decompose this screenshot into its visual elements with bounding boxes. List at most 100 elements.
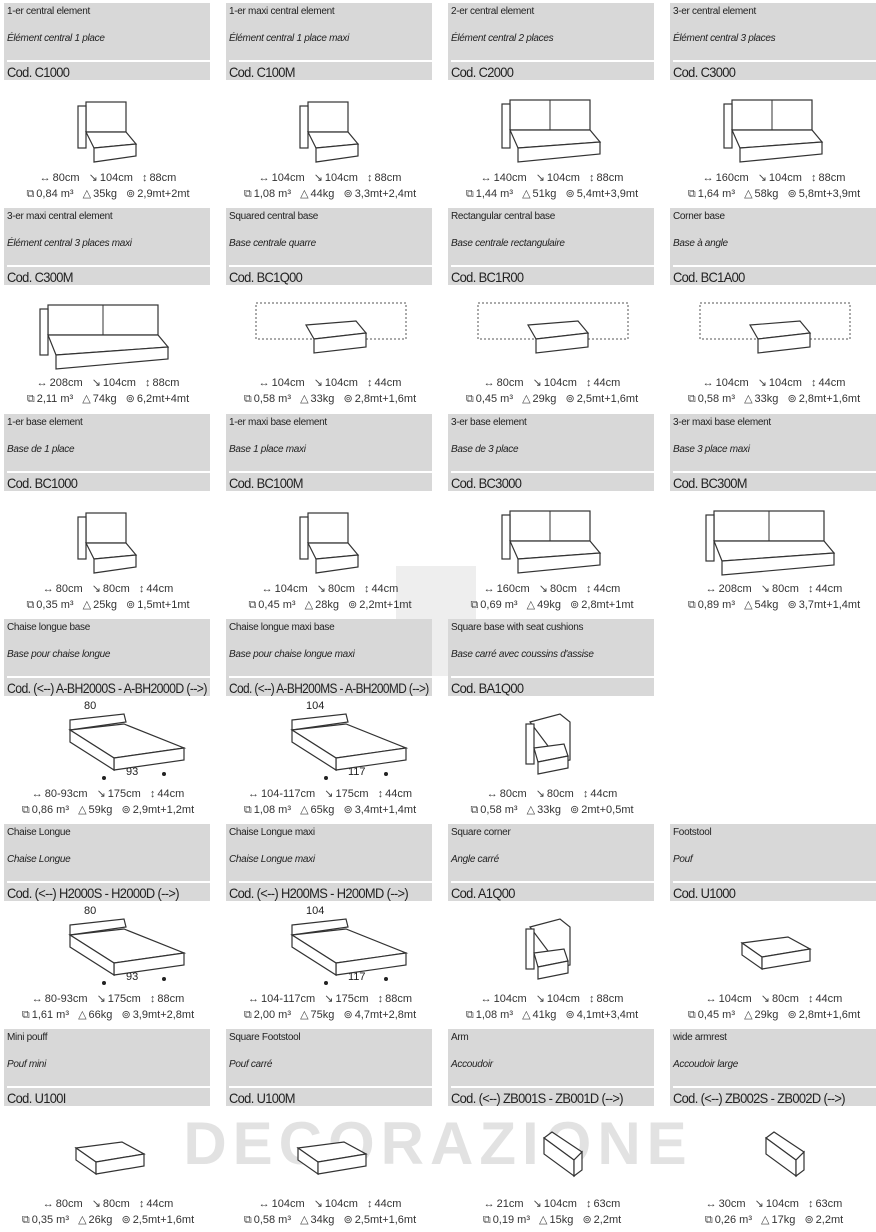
depth-arrow-icon: ↘ (538, 582, 548, 595)
width-value: 208cm (718, 582, 752, 595)
divider (7, 60, 210, 62)
weight-value: 75kg (310, 1009, 335, 1022)
depth-arrow-icon: ↘ (757, 377, 767, 390)
divider (451, 881, 654, 884)
weight-value: 51kg (532, 188, 557, 200)
depth-arrow-icon: ↘ (316, 582, 326, 595)
depth-value: 80cm (771, 993, 799, 1006)
product-header: 1-er maxi central element Élément centra… (226, 3, 432, 80)
volume-cube-icon: ⧉ (243, 1009, 252, 1022)
dimensions-row: ↔80-93cm ↘175cm ↕44cm (4, 787, 210, 800)
volume-cube-icon: ⧉ (470, 598, 479, 611)
dimensions-row: ↔21cm ↘104cm ↕63cm (448, 1197, 654, 1210)
weight-value: 33kg (537, 803, 561, 816)
volume-cube-icon: ⧉ (687, 598, 696, 611)
width-value: 104cm (493, 993, 527, 1006)
volume-cube-icon: ⧉ (243, 803, 252, 816)
divider (229, 470, 432, 473)
width-arrow-icon: ↔ (483, 377, 495, 390)
shipping-row: ⧉0,89 m³ △54kg ⊚3,7mt+1,4mt (670, 598, 876, 612)
depth-value: 104cm (102, 377, 136, 390)
weight-value: 44kg (310, 188, 335, 200)
dimensions-row: ↔30cm ↘104cm ↕63cm (670, 1197, 876, 1210)
weight-value: 17kg (771, 1214, 796, 1227)
product-name-fr: Élément central 3 places (673, 33, 776, 44)
product-card: 3-er maxi central element Élément centra… (0, 205, 222, 410)
height-arrow-icon: ↕ (811, 377, 817, 390)
volume-value: 0,58 m³ (253, 393, 292, 406)
volume-cube-icon: ⧉ (21, 803, 30, 816)
height-arrow-icon: ↕ (367, 172, 373, 184)
volume-value: 0,35 m³ (36, 598, 74, 611)
product-name-fr: Base carré avec coussins d'assise (451, 648, 594, 660)
volume-cube-icon: ⧉ (704, 1214, 713, 1227)
volume-value: 1,08 m³ (475, 1009, 514, 1022)
fabric-value: 2,2mt (593, 1214, 622, 1227)
depth-arrow-icon: ↘ (324, 993, 334, 1006)
fabric-roll-icon: ⊚ (121, 1009, 131, 1022)
product-name-en: 1-er central element (7, 6, 90, 17)
shipping-row: ⧉1,08 m³ △65kg ⊚3,4mt+1,4mt (226, 803, 432, 817)
product-header: wide armrest Accoudoir large Cod. (<--) … (670, 1029, 876, 1107)
product-code: Cod. BC300M (673, 474, 747, 491)
product-code: Cod. (<--) A-BH200MS - A-BH200MD (-->) (229, 679, 429, 696)
product-drawing (4, 84, 210, 170)
width-value: 80cm (52, 172, 80, 184)
depth-arrow-icon: ↘ (313, 1198, 323, 1211)
product-card: 1-er base element Base de 1 place Cod. B… (0, 411, 222, 616)
weight-icon: △ (82, 188, 92, 200)
shipping-row: ⧉0,35 m³ △26kg ⊚2,5mt+1,6mt (4, 1213, 210, 1227)
product-card: Rectangular central base Base centrale r… (444, 205, 666, 410)
depth-arrow-icon: ↘ (91, 1198, 101, 1211)
product-name-fr: Pouf carré (229, 1059, 273, 1071)
drawing-label-width: 80 (84, 699, 97, 712)
weight-value: 65kg (310, 803, 335, 816)
width-arrow-icon: ↔ (31, 993, 43, 1006)
weight-value: 35kg (93, 188, 117, 200)
fabric-value: 2,9mt+2mt (137, 188, 190, 200)
shipping-row: ⧉2,00 m³ △75kg ⊚4,7mt+2,8mt (226, 1008, 432, 1022)
width-arrow-icon: ↔ (36, 377, 48, 390)
product-name-en: Square Footstool (229, 1032, 301, 1044)
weight-value: 66kg (88, 1009, 113, 1022)
product-name-en: Chaise Longue (7, 827, 71, 839)
drawing-label-width-ext: 93 (126, 765, 139, 778)
height-value: 63cm (593, 1198, 621, 1211)
weight-value: 74kg (92, 393, 117, 406)
product-name-fr: Base centrale quarre (229, 238, 316, 250)
product-header: 2-er central element Élément central 2 p… (448, 3, 654, 80)
fabric-value: 2,5mt+1,6mt (132, 1214, 195, 1227)
product-drawing: 80 93 (4, 700, 210, 786)
product-name-fr: Base 1 place maxi (229, 443, 306, 455)
product-code: Cod. C300M (7, 269, 74, 286)
height-value: 88cm (596, 172, 624, 184)
depth-value: 104cm (546, 993, 580, 1006)
product-name-fr: Chaise Longue (7, 854, 71, 866)
volume-cube-icon: ⧉ (687, 1009, 696, 1022)
volume-value: 2,00 m³ (253, 1009, 292, 1022)
product-name-en: 1-er maxi base element (229, 416, 327, 428)
divider (229, 1086, 432, 1089)
dimensions-row: ↔104cm ↘104cm ↕88cm (448, 992, 654, 1005)
fabric-value: 2,9mt+1,2mt (132, 803, 195, 816)
fabric-value: 3,3mt+2,4mt (354, 188, 417, 200)
width-value: 80cm (499, 787, 527, 800)
weight-value: 26kg (88, 1214, 113, 1227)
product-name-fr: Pouf mini (7, 1059, 46, 1071)
height-arrow-icon: ↕ (141, 172, 148, 184)
product-drawing (670, 84, 876, 170)
product-header: 1-er maxi base element Base 1 place maxi… (226, 413, 432, 491)
depth-value: 80cm (546, 787, 574, 800)
depth-value: 104cm (546, 172, 580, 184)
product-header: 3-er central element Élément central 3 p… (670, 3, 876, 80)
dimensions-row: ↔80cm ↘80cm ↕44cm (448, 787, 654, 800)
weight-icon: △ (522, 188, 531, 200)
product-header: Rectangular central base Base centrale r… (448, 208, 654, 286)
weight-icon: △ (82, 598, 92, 611)
fabric-roll-icon: ⊚ (126, 188, 136, 200)
depth-arrow-icon: ↘ (535, 993, 545, 1006)
width-value: 104cm (271, 377, 305, 390)
product-code: Cod. C2000 (451, 64, 514, 80)
dimensions-row: ↔160cm ↘104cm ↕88cm (670, 171, 876, 184)
product-card: Square Footstool Pouf carré Cod. U100M ↔… (222, 1026, 444, 1231)
